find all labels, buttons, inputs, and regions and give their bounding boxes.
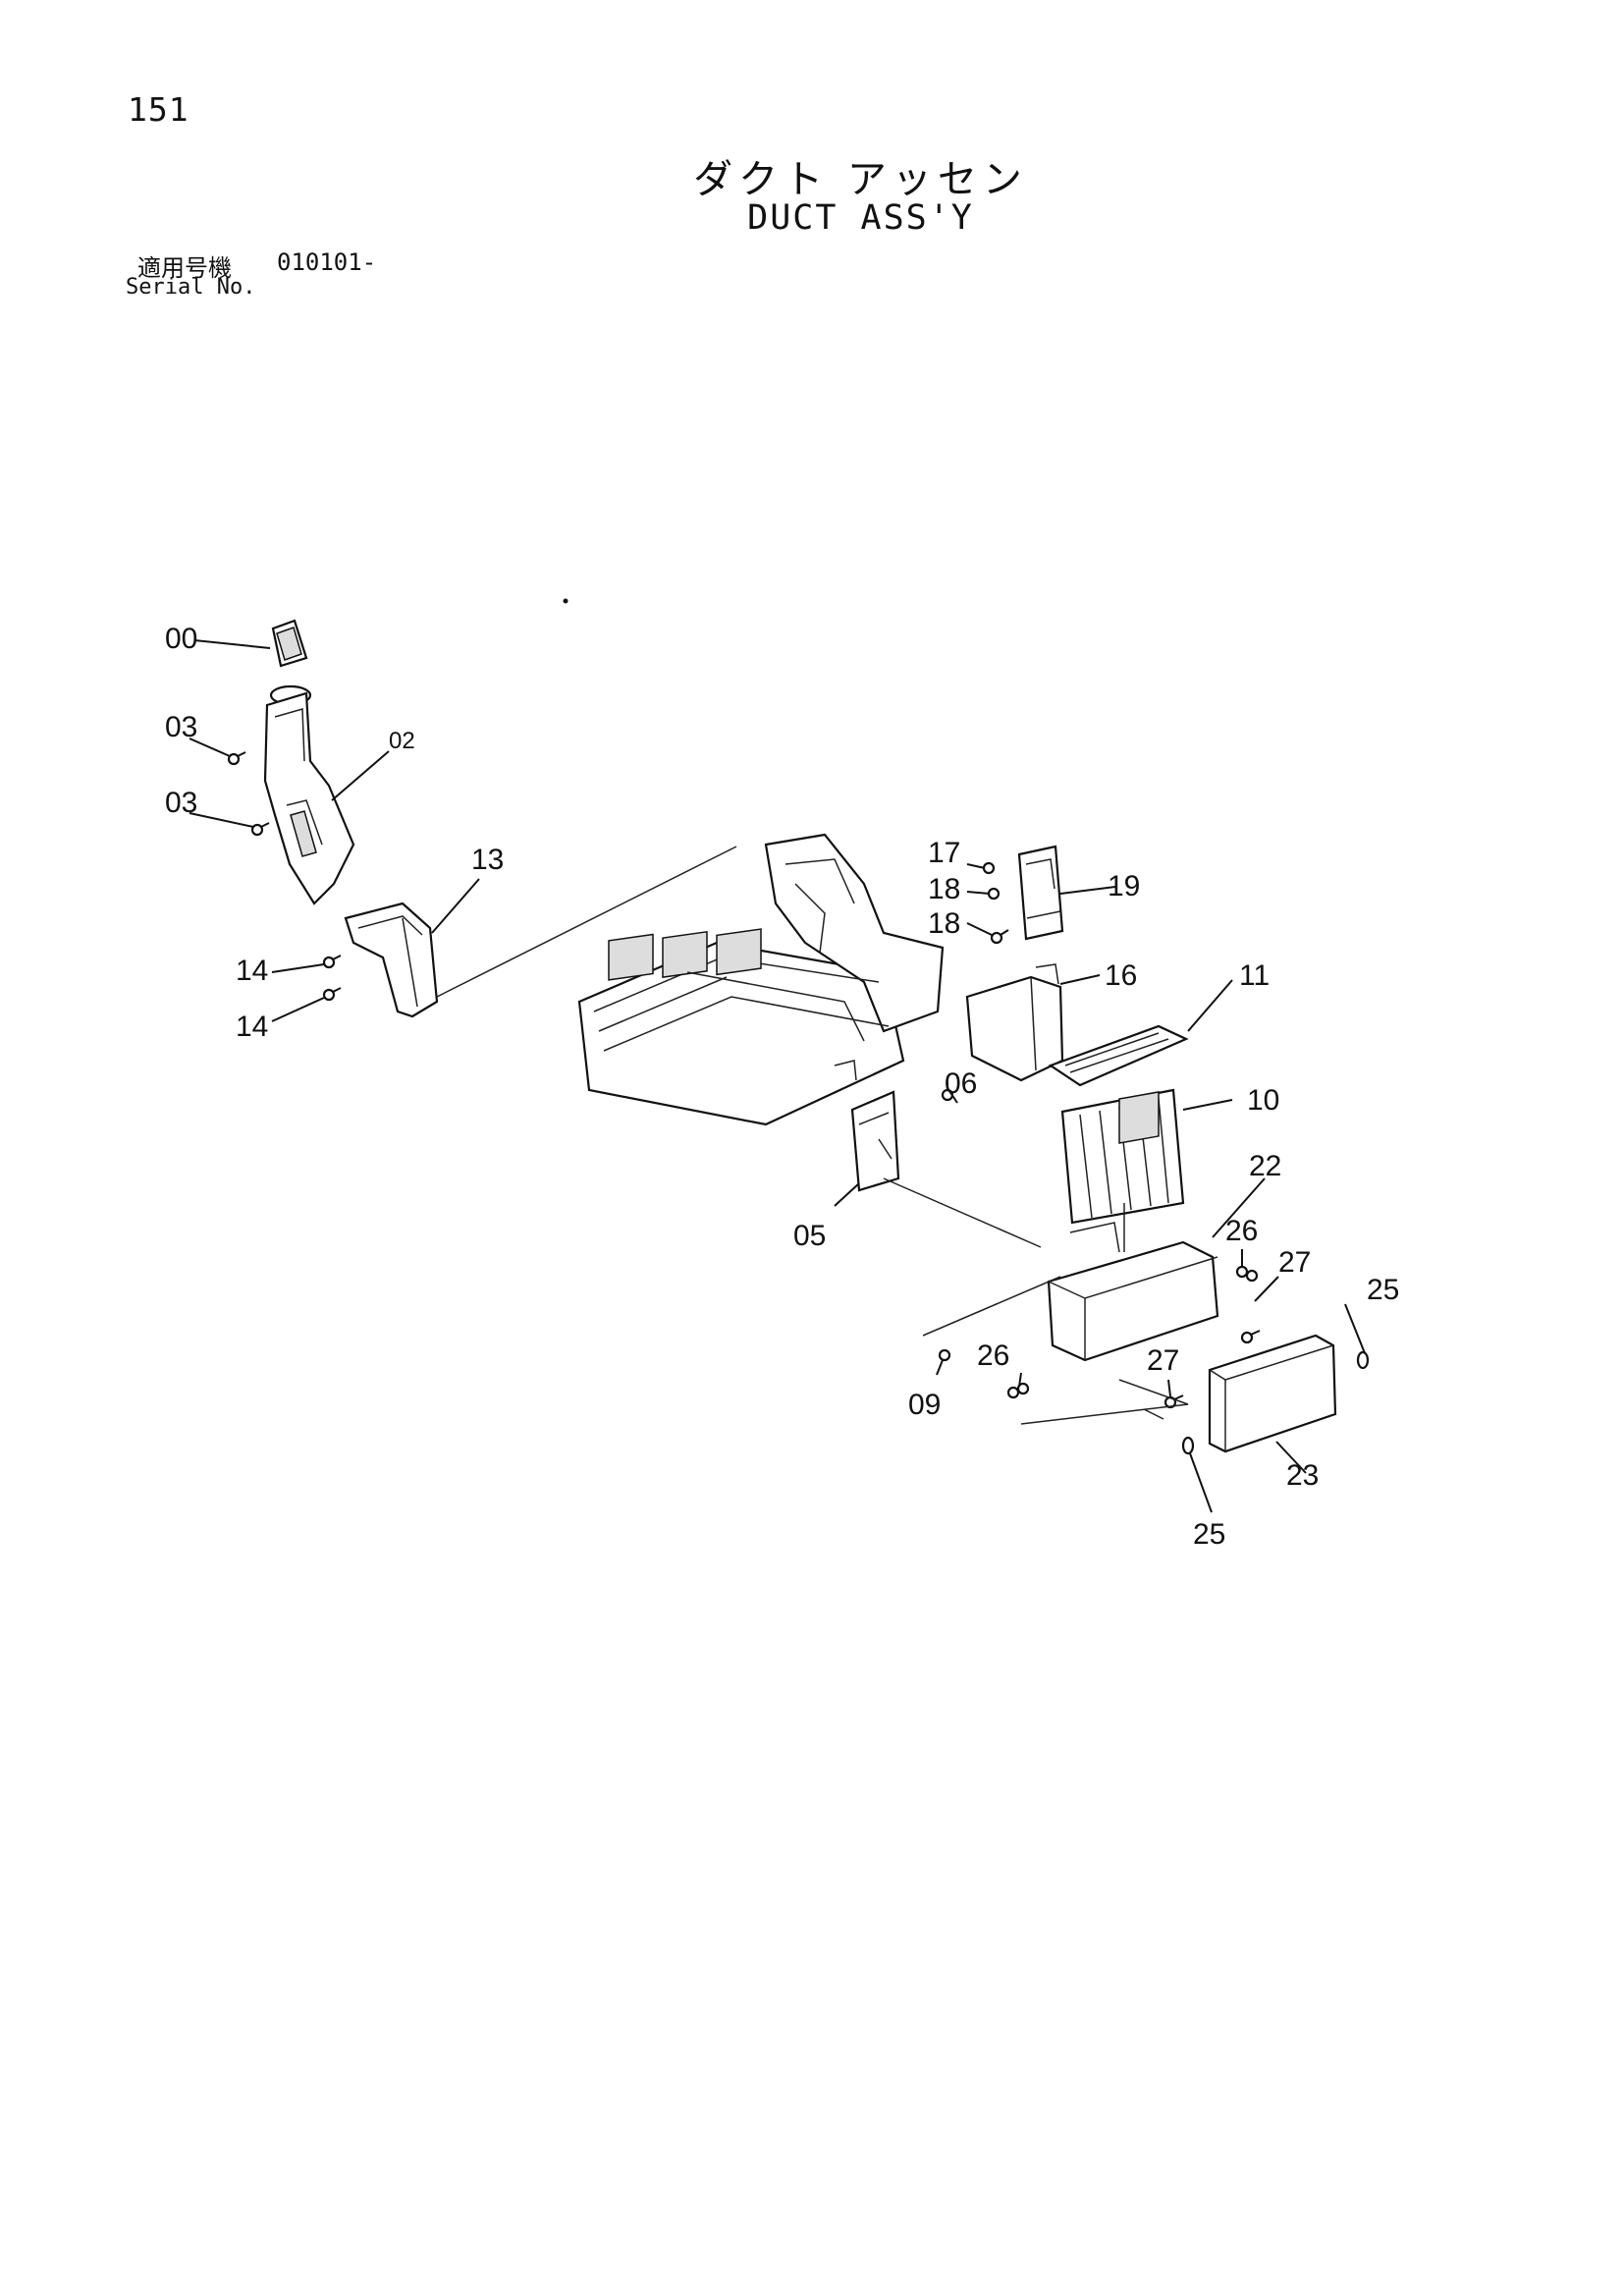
scan-dot [563, 598, 568, 604]
callout-18a: 18 [928, 873, 960, 905]
callout-26a: 26 [1225, 1215, 1258, 1247]
page-number: 151 [128, 90, 189, 129]
screw-03a [227, 751, 246, 766]
callout-19: 19 [1108, 870, 1140, 902]
title-japanese: ダクト アッセン [693, 157, 1028, 202]
callout-27a: 27 [1278, 1246, 1311, 1279]
serial-label-japanese: 適用号機 [137, 254, 232, 282]
part-13-duct [344, 902, 439, 1018]
screw-18a [987, 887, 1001, 901]
callout-10: 10 [1247, 1084, 1279, 1117]
callout-labels: 00 03 02 03 13 14 14 17 18 18 19 16 11 0… [165, 623, 1399, 1551]
callout-14a: 14 [236, 955, 268, 987]
callout-13: 13 [471, 844, 504, 876]
leader-lines [189, 639, 1366, 1513]
screw-14b [322, 987, 342, 1002]
callout-22: 22 [1249, 1150, 1281, 1182]
callout-03b: 03 [165, 787, 197, 819]
screw-03b [250, 822, 270, 837]
serial-label-english: Serial No. [126, 275, 256, 300]
callout-27b: 27 [1147, 1344, 1179, 1377]
screw-14a [322, 955, 342, 969]
callout-26b: 26 [977, 1339, 1009, 1372]
bolt-27a [1240, 1330, 1261, 1344]
part-main-unit [577, 833, 945, 1126]
callout-05: 05 [793, 1220, 826, 1252]
assembly-lines [436, 846, 1189, 1425]
callout-25a: 25 [1367, 1274, 1399, 1306]
part-23-cover-panel [1208, 1334, 1337, 1453]
screw-17 [982, 861, 996, 875]
part-02-duct [263, 691, 355, 905]
callout-14b: 14 [236, 1011, 268, 1043]
part-19-duct [1017, 845, 1064, 941]
callout-06: 06 [945, 1067, 977, 1100]
nut-26b [1006, 1382, 1030, 1399]
callout-25b: 25 [1193, 1518, 1225, 1551]
part-22-box [1047, 1091, 1219, 1362]
nut-26a [1235, 1265, 1259, 1283]
part-16-duct [965, 963, 1064, 1082]
callout-11: 11 [1239, 959, 1270, 992]
fasteners [227, 751, 1370, 1455]
callout-02: 02 [389, 728, 415, 754]
part-05-cover [850, 1090, 900, 1192]
washer-25b [1181, 1436, 1195, 1455]
washer-25a [1356, 1350, 1370, 1370]
callout-09: 09 [908, 1389, 941, 1421]
callout-00: 00 [165, 623, 197, 655]
serial-value: 010101- [277, 248, 377, 276]
title-english: DUCT ASS'Y [747, 198, 974, 238]
screw-09 [938, 1348, 951, 1362]
callout-16: 16 [1105, 959, 1137, 992]
screw-18b [990, 929, 1009, 945]
bolt-27b [1163, 1394, 1184, 1409]
part-11-filter-cover [1048, 1024, 1189, 1087]
callout-03a: 03 [165, 711, 197, 743]
callout-18b: 18 [928, 907, 960, 940]
part-00-louver [269, 619, 312, 706]
callout-23: 23 [1286, 1459, 1319, 1492]
callout-17: 17 [928, 837, 960, 869]
